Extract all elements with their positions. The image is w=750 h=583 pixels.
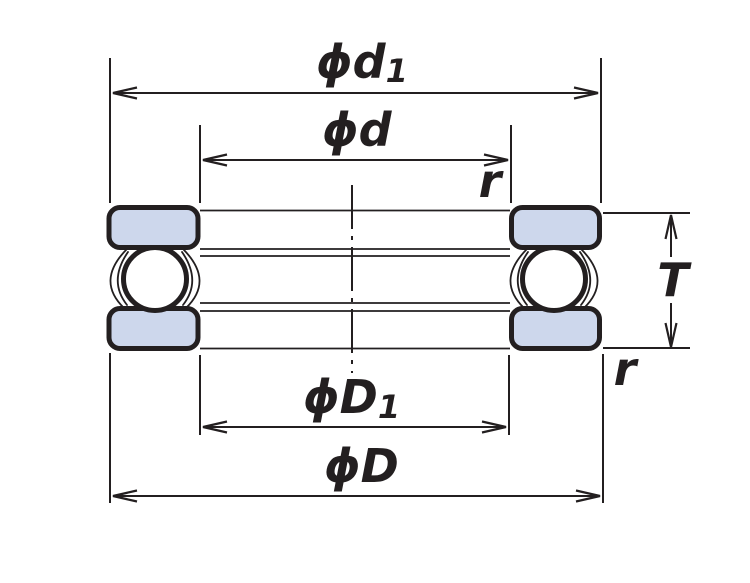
shaft-washer-left-section <box>106 205 201 250</box>
label-fillet-r-bottom: r <box>614 342 640 396</box>
arrowhead-right-icon <box>575 489 601 503</box>
arrowhead-left-icon <box>112 489 138 503</box>
bearing-section <box>106 185 602 373</box>
ball-left <box>121 245 189 313</box>
shaft-washer-right-section <box>509 205 602 250</box>
label-phi-d1-text: ϕd <box>316 35 387 89</box>
cage-arc <box>181 251 194 306</box>
housing-washer-left-section <box>106 306 201 351</box>
cage-arc <box>516 251 529 306</box>
dimension-phi-d: ϕd r <box>199 103 512 208</box>
arrowhead-right-icon <box>483 153 509 167</box>
label-phi-D1: ϕD1 <box>303 370 400 426</box>
ball-right <box>520 245 588 313</box>
arrowhead-down-icon <box>664 322 678 348</box>
label-fillet-r-top: r <box>479 154 505 208</box>
dimension-phi-d1: ϕd1 <box>109 35 602 203</box>
label-phi-D1-text: ϕD <box>303 370 378 424</box>
arrowhead-left-icon <box>202 420 228 434</box>
arrowhead-left-icon <box>112 86 138 100</box>
cage-arc <box>509 249 527 309</box>
cage-arc <box>579 251 592 306</box>
cage-arc <box>183 249 201 309</box>
dimension-T: T r <box>603 212 692 396</box>
arrowhead-right-icon <box>481 420 507 434</box>
label-r-bottom-text: r <box>614 342 640 396</box>
label-phi-D-text: ϕD <box>324 439 399 493</box>
cage-arc <box>116 251 129 306</box>
arrowhead-up-icon <box>664 214 678 240</box>
label-phi-d1: ϕd1 <box>316 35 408 90</box>
label-phi-D1-subscript: 1 <box>378 388 400 426</box>
label-phi-d: ϕd <box>322 103 393 157</box>
label-phi-d1-subscript: 1 <box>386 52 408 90</box>
cage-left <box>109 249 201 309</box>
dimension-phi-D: ϕD <box>109 353 604 503</box>
label-phi-D: ϕD <box>324 439 399 493</box>
label-T-text: T <box>657 253 692 307</box>
arrowhead-right-icon <box>573 86 599 100</box>
cage-arc <box>581 249 599 309</box>
cage-right <box>509 249 599 309</box>
label-r-top-text: r <box>479 154 505 208</box>
label-phi-d-text: ϕd <box>322 103 393 157</box>
housing-washer-right-section <box>509 306 602 351</box>
arrowhead-left-icon <box>202 153 228 167</box>
dimension-phi-D1: ϕD1 <box>199 355 510 435</box>
label-T: T <box>657 253 692 307</box>
raceway-lines <box>200 209 510 350</box>
cage-arc <box>109 249 127 309</box>
